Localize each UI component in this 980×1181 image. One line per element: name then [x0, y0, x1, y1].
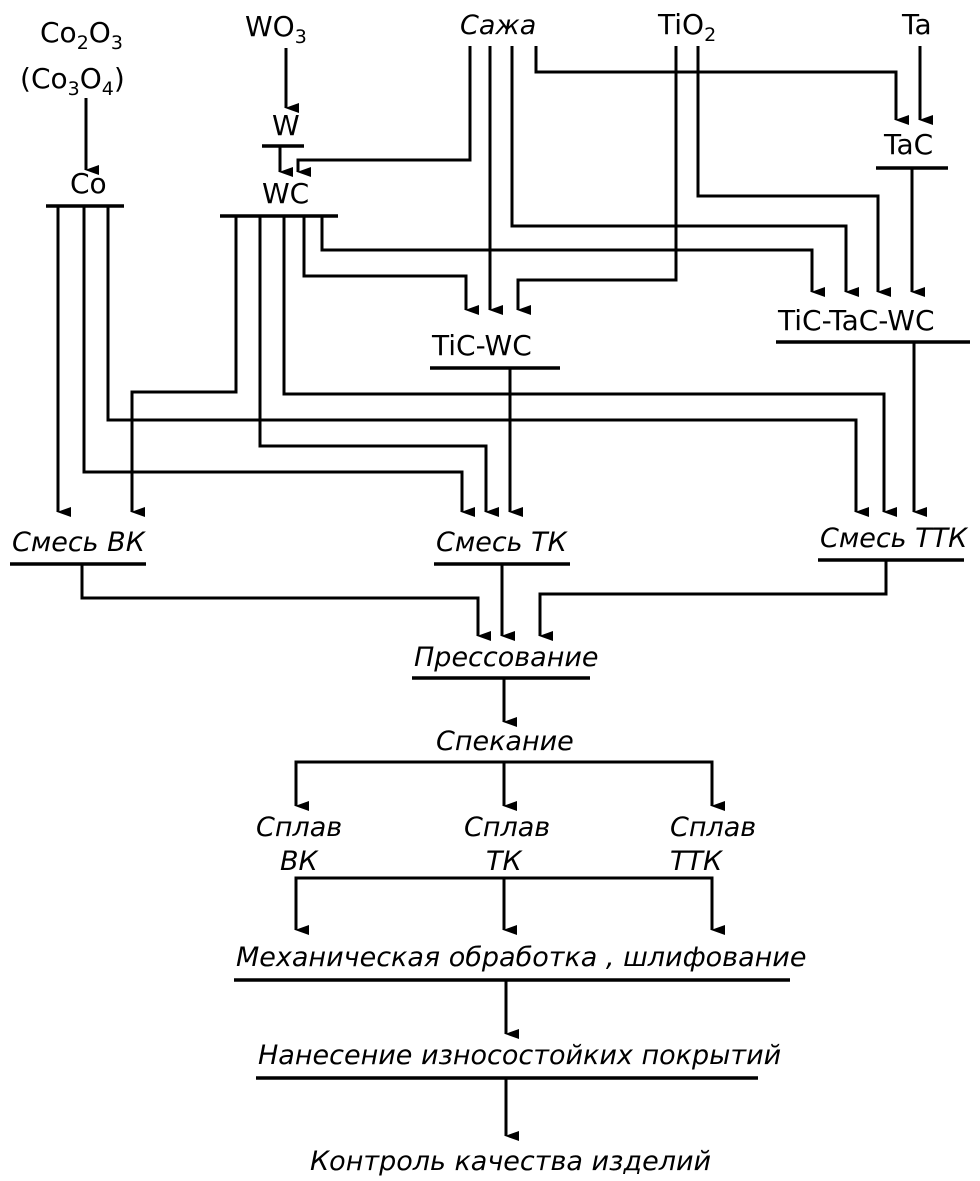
label-alloy-ttk-line2: ТТК	[670, 846, 724, 877]
label-co2o3: Co2O3	[40, 16, 123, 54]
arrow-soot-to-tac	[534, 46, 909, 125]
label-machining: Механическая обработка , шлифование	[236, 942, 806, 973]
label-ta: Ta	[901, 8, 932, 41]
label-wc: WC	[262, 177, 309, 210]
arrow-soot-to-wc	[296, 46, 472, 177]
label-alloy-tk-line1: Сплав	[464, 812, 550, 843]
label-pressing: Прессование	[414, 642, 599, 673]
arrow-wc-to-mix-tk	[258, 216, 499, 517]
arrow-co-to-mix-tk	[82, 206, 475, 517]
arrow-wc-to-mix-vk	[130, 216, 238, 517]
label-tic-wc: TiC-WC	[431, 329, 532, 362]
label-alloy-vk-line1: Сплав	[256, 812, 342, 843]
label-alloy-tk-line2: ТК	[486, 846, 523, 877]
label-alloy-ttk-line1: Сплав	[670, 812, 756, 843]
label-soot: Сажа	[460, 10, 536, 41]
arrow-tio2-to-tic-wc	[516, 46, 678, 315]
label-control: Контроль качества изделий	[310, 1146, 711, 1177]
label-tio2: TiO2	[657, 8, 716, 46]
label-w: W	[272, 109, 300, 142]
label-alloy-vk-line2: ВК	[280, 846, 320, 877]
arrow-soot-to-tic-tac-wc	[510, 46, 859, 297]
arrow-wc-to-mix-ttk	[282, 216, 897, 517]
arrow-co-to-mix-ttk	[106, 206, 869, 517]
label-mix-ttk: Смесь ТТК	[820, 523, 969, 554]
arrow-mix-vk-to-pressing	[80, 564, 491, 641]
label-mix-tk: Смесь ТК	[436, 527, 569, 558]
label-wo3: WO3	[245, 10, 307, 48]
label-tac: TaC	[883, 128, 933, 161]
label-coating: Нанесение износостойких покрытий	[258, 1040, 781, 1071]
label-sintering: Спекание	[436, 726, 574, 757]
label-co: Co	[70, 167, 107, 200]
arrow-wc-to-tic-wc	[302, 216, 479, 315]
arrow-mix-ttk-to-pressing	[538, 560, 888, 641]
arrow-tio2-to-tic-tac-wc	[696, 46, 891, 297]
arrow-wc-to-tic-tac-wc	[320, 216, 825, 297]
label-mix-vk: Смесь ВК	[12, 527, 147, 558]
label-tic-tac-wc: TiC-TaC-WC	[777, 304, 935, 337]
label-co3o4: (Co3O4)	[20, 62, 125, 100]
